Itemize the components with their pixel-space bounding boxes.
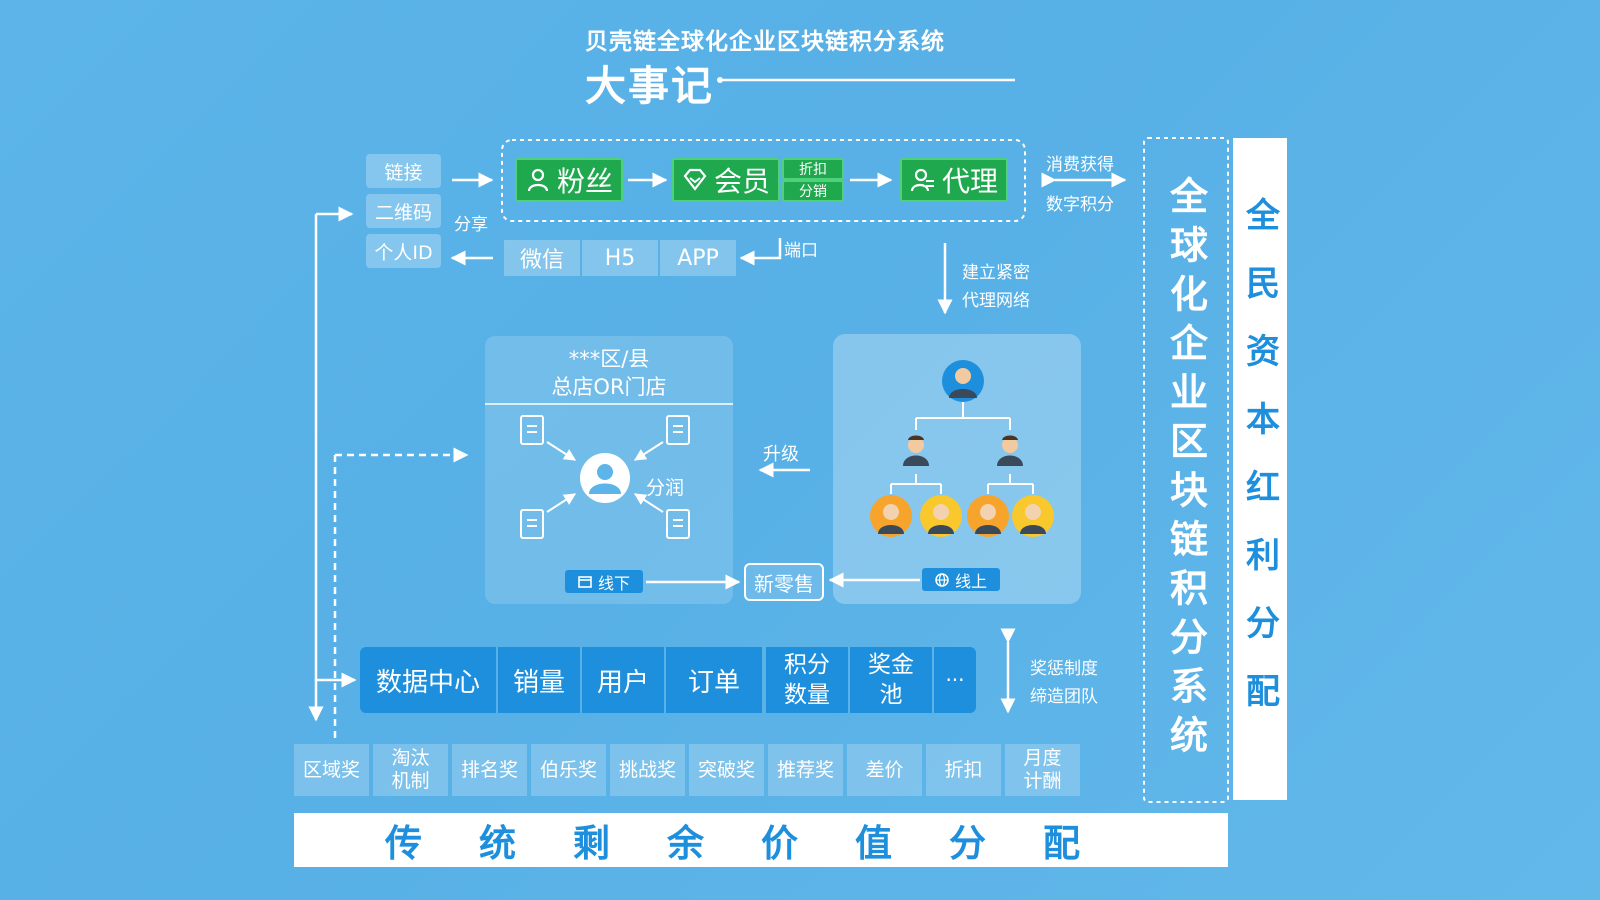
more-cell: ···: [934, 647, 976, 713]
diamond-icon: [683, 168, 707, 191]
document-icon: [520, 509, 544, 539]
award-monthly-pay-line2: 计酬: [1023, 770, 1062, 792]
points-quantity-cell: 积分 数量: [766, 647, 848, 713]
system-name-column: 全球化企业区块链积分系统: [1148, 142, 1224, 798]
member-avatar-icon: [1012, 495, 1054, 537]
award-price-difference: 差价: [847, 744, 922, 796]
member-avatar-icon: [920, 495, 962, 537]
network-label-line1: 建立紧密: [962, 263, 1030, 283]
orders-cell: 订单: [666, 647, 762, 713]
share-item-qrcode: 二维码: [366, 194, 441, 228]
share-label: 分享: [454, 215, 488, 235]
globe-icon: [935, 572, 949, 587]
system-name-text: 全球化企业区块链积分系统: [1163, 176, 1208, 764]
owner-avatar-icon: [580, 453, 630, 503]
offline-label: 线下: [597, 573, 630, 593]
manager-icon: [997, 435, 1023, 466]
new-retail-box: 新零售: [744, 563, 824, 601]
award-elimination: 淘汰 机制: [373, 744, 448, 796]
online-label: 线上: [954, 571, 987, 591]
fans-label: 粉丝: [556, 165, 613, 198]
gain-label-line2: 数字积分: [1046, 195, 1114, 215]
store-icon: [578, 575, 592, 588]
channel-wechat: 微信: [504, 240, 580, 276]
offline-badge: 线下: [565, 570, 643, 593]
agent-icon: [910, 168, 934, 192]
document-icon: [666, 509, 690, 539]
member-box: 会员: [672, 158, 780, 202]
document-icon: [520, 415, 544, 445]
gain-label-line1: 消费获得: [1046, 155, 1114, 175]
sales-cell: 销量: [498, 647, 580, 713]
traditional-bar: 传统剩余价值分配: [294, 813, 1228, 867]
share-item-link: 链接: [366, 154, 441, 188]
manager-icon: [903, 435, 929, 466]
leader-icon: [942, 360, 984, 402]
upgrade-label: 升级: [763, 444, 799, 465]
online-badge: 线上: [922, 568, 1000, 591]
page-subtitle: 贝壳链全球化企业区块链积分系统: [585, 29, 945, 55]
distribution-box: 分销: [782, 180, 844, 202]
award-monthly-pay: 月度 计酬: [1005, 744, 1080, 796]
agent-label: 代理: [941, 165, 998, 198]
port-label: 端口: [784, 241, 818, 261]
share-item-personal-id: 个人ID: [366, 234, 441, 268]
award-referral: 推荐奖: [768, 744, 843, 796]
bonus-pool-line2: 池: [879, 682, 903, 708]
award-region: 区域奖: [294, 744, 369, 796]
data-center-cell: 数据中心: [360, 647, 496, 713]
points-quantity-line1: 积分: [784, 652, 830, 678]
bonus-pool-cell: 奖金 池: [850, 647, 932, 713]
org-chart: [870, 360, 1054, 537]
member-avatar-icon: [967, 495, 1009, 537]
document-icon: [666, 415, 690, 445]
team-label-line1: 奖惩制度: [1030, 659, 1098, 679]
store-title-line1: ***区/县: [568, 347, 650, 371]
discount-box: 折扣: [782, 158, 844, 180]
share-profit-label: 分润: [646, 477, 685, 499]
member-label: 会员: [713, 165, 770, 198]
award-breakthrough: 突破奖: [689, 744, 764, 796]
store-title-line2: 总店OR门店: [551, 375, 667, 399]
team-label-line2: 缔造团队: [1030, 687, 1098, 707]
award-ranking: 排名奖: [452, 744, 527, 796]
bonus-pool-line1: 奖金: [868, 652, 914, 678]
agent-box: 代理: [900, 158, 1008, 202]
dividend-text: 全民资本红利分配: [1239, 197, 1280, 741]
award-elimination-line2: 机制: [391, 770, 430, 792]
points-quantity-line2: 数量: [784, 682, 830, 708]
person-icon: [527, 168, 549, 192]
traditional-text: 传统剩余价值分配: [385, 822, 1137, 865]
member-avatar-icon: [870, 495, 912, 537]
award-monthly-pay-line1: 月度: [1023, 747, 1062, 769]
award-talent-scout: 伯乐奖: [531, 744, 606, 796]
network-label-line2: 代理网络: [962, 291, 1030, 311]
award-challenge: 挑战奖: [610, 744, 685, 796]
store-diagram: [485, 403, 733, 539]
award-elimination-line1: 淘汰: [391, 747, 430, 769]
channel-app: APP: [660, 240, 736, 276]
fans-box: 粉丝: [515, 158, 623, 202]
channel-h5: H5: [582, 240, 658, 276]
users-cell: 用户: [582, 647, 664, 713]
award-discount: 折扣: [926, 744, 1001, 796]
page-title: 大事记: [585, 62, 714, 110]
dividend-column: 全民资本红利分配: [1233, 138, 1287, 800]
